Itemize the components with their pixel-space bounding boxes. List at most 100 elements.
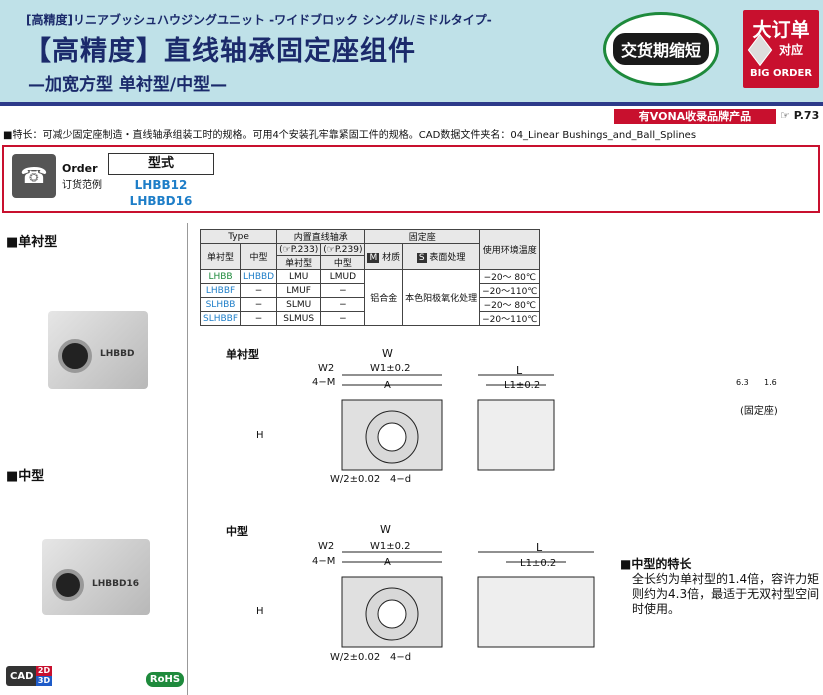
cell-a1[interactable]: LHBBF (199, 283, 242, 298)
note-title: ■中型的特长 (620, 557, 692, 571)
dim-W-m: W (380, 523, 391, 536)
cell-c1: LMUF (276, 283, 322, 298)
cell-env2: −20〜 80℃ (479, 297, 541, 312)
cell-c3: SLMUS (276, 311, 322, 326)
page-subtitle: —加宽方型 单衬型/中型— (28, 75, 228, 95)
cell-b2: − (240, 297, 278, 312)
cell-a3[interactable]: SLHBBF (199, 311, 242, 326)
cell-env1: −20〜110℃ (479, 283, 541, 298)
dim-d-m: 4−d (390, 652, 412, 663)
cell-b1: − (240, 283, 278, 298)
type-header: 型式 (108, 153, 214, 175)
order-example-label: 订货范例 (62, 180, 102, 191)
page-ref-text: P.73 (793, 109, 820, 122)
th-block: 固定座 (364, 229, 481, 244)
cad-2d: 2D (36, 666, 52, 676)
cell-surface: 本色阳极氧化处理 (402, 269, 481, 326)
middle-drawing (341, 551, 595, 648)
rough-2: 1.6 (764, 378, 777, 387)
cell-c0: LMU (276, 269, 322, 284)
cell-b3: − (240, 311, 278, 326)
page-title: 【高精度】直线轴承固定座组件 (24, 36, 416, 67)
order-box: ☎ Order 订货范例 型式 LHBB12 LHBBD16 (2, 145, 820, 213)
delivery-badge: 交货期缩短 (603, 12, 719, 86)
cell-env0: −20〜 80℃ (479, 269, 541, 284)
dim-d: 4−d (390, 474, 412, 485)
dim-W2-m: W2 (318, 541, 335, 552)
dim-W2: W2 (318, 363, 335, 374)
cell-a2[interactable]: SLHBB (199, 297, 242, 312)
th-middle-2: 中型 (320, 255, 366, 270)
big-order-sub: 对应 (779, 43, 804, 57)
cell-a0[interactable]: LHBB (199, 269, 242, 284)
phone-icon: ☎ (12, 154, 56, 198)
middle-type-label: ■中型 (6, 469, 45, 484)
single-type-label: ■单衬型 (6, 235, 58, 250)
drawing-middle-label: 中型 (226, 525, 248, 538)
rough-1: 6.3 (736, 378, 749, 387)
th-middle: 中型 (240, 243, 278, 270)
big-order-label: 大订单 (752, 19, 810, 41)
single-drawing (341, 374, 555, 471)
order-example-1[interactable]: LHBB12 (134, 178, 188, 192)
drawing-single-label: 单衬型 (226, 348, 259, 361)
th-single-2: 单衬型 (276, 255, 322, 270)
dim-Whalf-m: W/2±0.02 (330, 652, 381, 663)
dim-A: A (384, 380, 391, 391)
th-env: 使用环境温度 (479, 229, 541, 270)
middle-note: ■中型的特长 全长约为单衬型的1.4倍，容许力矩则约为4.3倍，最适于无双衬型空… (620, 557, 820, 617)
feature-text: ■特长：可减少固定座制造・直线轴承组装工时的规格。可用4个安装孔牢靠紧固工件的规… (3, 130, 697, 141)
left-panel: ■单衬型 LHBBD ■中型 LHBBD16 (2, 223, 188, 695)
dim-L1-m: L1±0.2 (520, 558, 557, 569)
header-banner: [高精度]リニアブッシュハウジングユニット -ワイドブロック シングル/ミドルタ… (0, 0, 823, 106)
dim-L-m: L (536, 541, 543, 554)
th-type: Type (199, 229, 278, 244)
th-surface: S 表面处理 (402, 243, 481, 270)
dim-W1-m: W1±0.2 (370, 541, 411, 552)
cell-d0: LMUD (320, 269, 366, 284)
cell-d3: − (320, 311, 366, 326)
dim-A-m: A (384, 557, 391, 568)
dim-Whalf: W/2±0.02 (330, 474, 381, 485)
vona-badge[interactable]: 有VONA收录品牌产品 (614, 109, 776, 124)
bore-icon (52, 569, 84, 601)
cad-badge[interactable]: CAD 2D 3D (6, 666, 52, 686)
cell-env3: −20〜110℃ (479, 311, 541, 326)
dim-M: 4−M (312, 377, 336, 388)
cell-material: 铝合金 (364, 269, 404, 326)
cell-d1: − (320, 283, 366, 298)
cell-c2: SLMU (276, 297, 322, 312)
th-bushing: 内置直线轴承 (276, 229, 366, 244)
cad-3d: 3D (36, 676, 52, 686)
middle-photo-label: LHBBD16 (92, 579, 139, 589)
big-order-en: BIG ORDER (749, 68, 813, 79)
big-order-badge: 大订单 对应 BIG ORDER (743, 10, 819, 88)
dim-H-m: H (256, 606, 264, 617)
fixed-label: (固定座) (740, 406, 778, 417)
th-single: 单衬型 (199, 243, 242, 270)
delivery-badge-label: 交货期缩短 (612, 33, 709, 65)
order-example-2[interactable]: LHBBD16 (129, 194, 193, 208)
single-photo: LHBBD (48, 311, 148, 389)
spec-table: Type 内置直线轴承 固定座 使用环境温度 单衬型 中型 (☞P.233) (… (199, 229, 541, 326)
th-ref2[interactable]: (☞P.239) (320, 243, 366, 256)
dim-L1: L1±0.2 (504, 380, 541, 391)
th-material: M 材质 (364, 243, 404, 270)
rohs-badge: RoHS (146, 672, 184, 687)
jp-title: [高精度]リニアブッシュハウジングユニット -ワイドブロック シングル/ミドルタ… (26, 13, 492, 27)
cell-d2: − (320, 297, 366, 312)
note-body: 全长约为单衬型的1.4倍，容许力矩则约为4.3倍，最适于无双衬型空间时使用。 (632, 572, 820, 616)
dim-W1: W1±0.2 (370, 363, 411, 374)
bore-icon (58, 339, 92, 373)
single-photo-label: LHBBD (100, 349, 135, 359)
cell-b0[interactable]: LHBBD (240, 269, 278, 284)
dim-H: H (256, 430, 264, 441)
middle-photo: LHBBD16 (42, 539, 150, 615)
dim-W: W (382, 347, 393, 360)
dim-M-m: 4−M (312, 556, 336, 567)
page-ref-link[interactable]: ☞ P.73 (780, 109, 820, 122)
cad-label: CAD (10, 671, 34, 682)
dim-L: L (516, 364, 523, 377)
order-label: Order (62, 162, 98, 175)
th-ref1[interactable]: (☞P.233) (276, 243, 322, 256)
